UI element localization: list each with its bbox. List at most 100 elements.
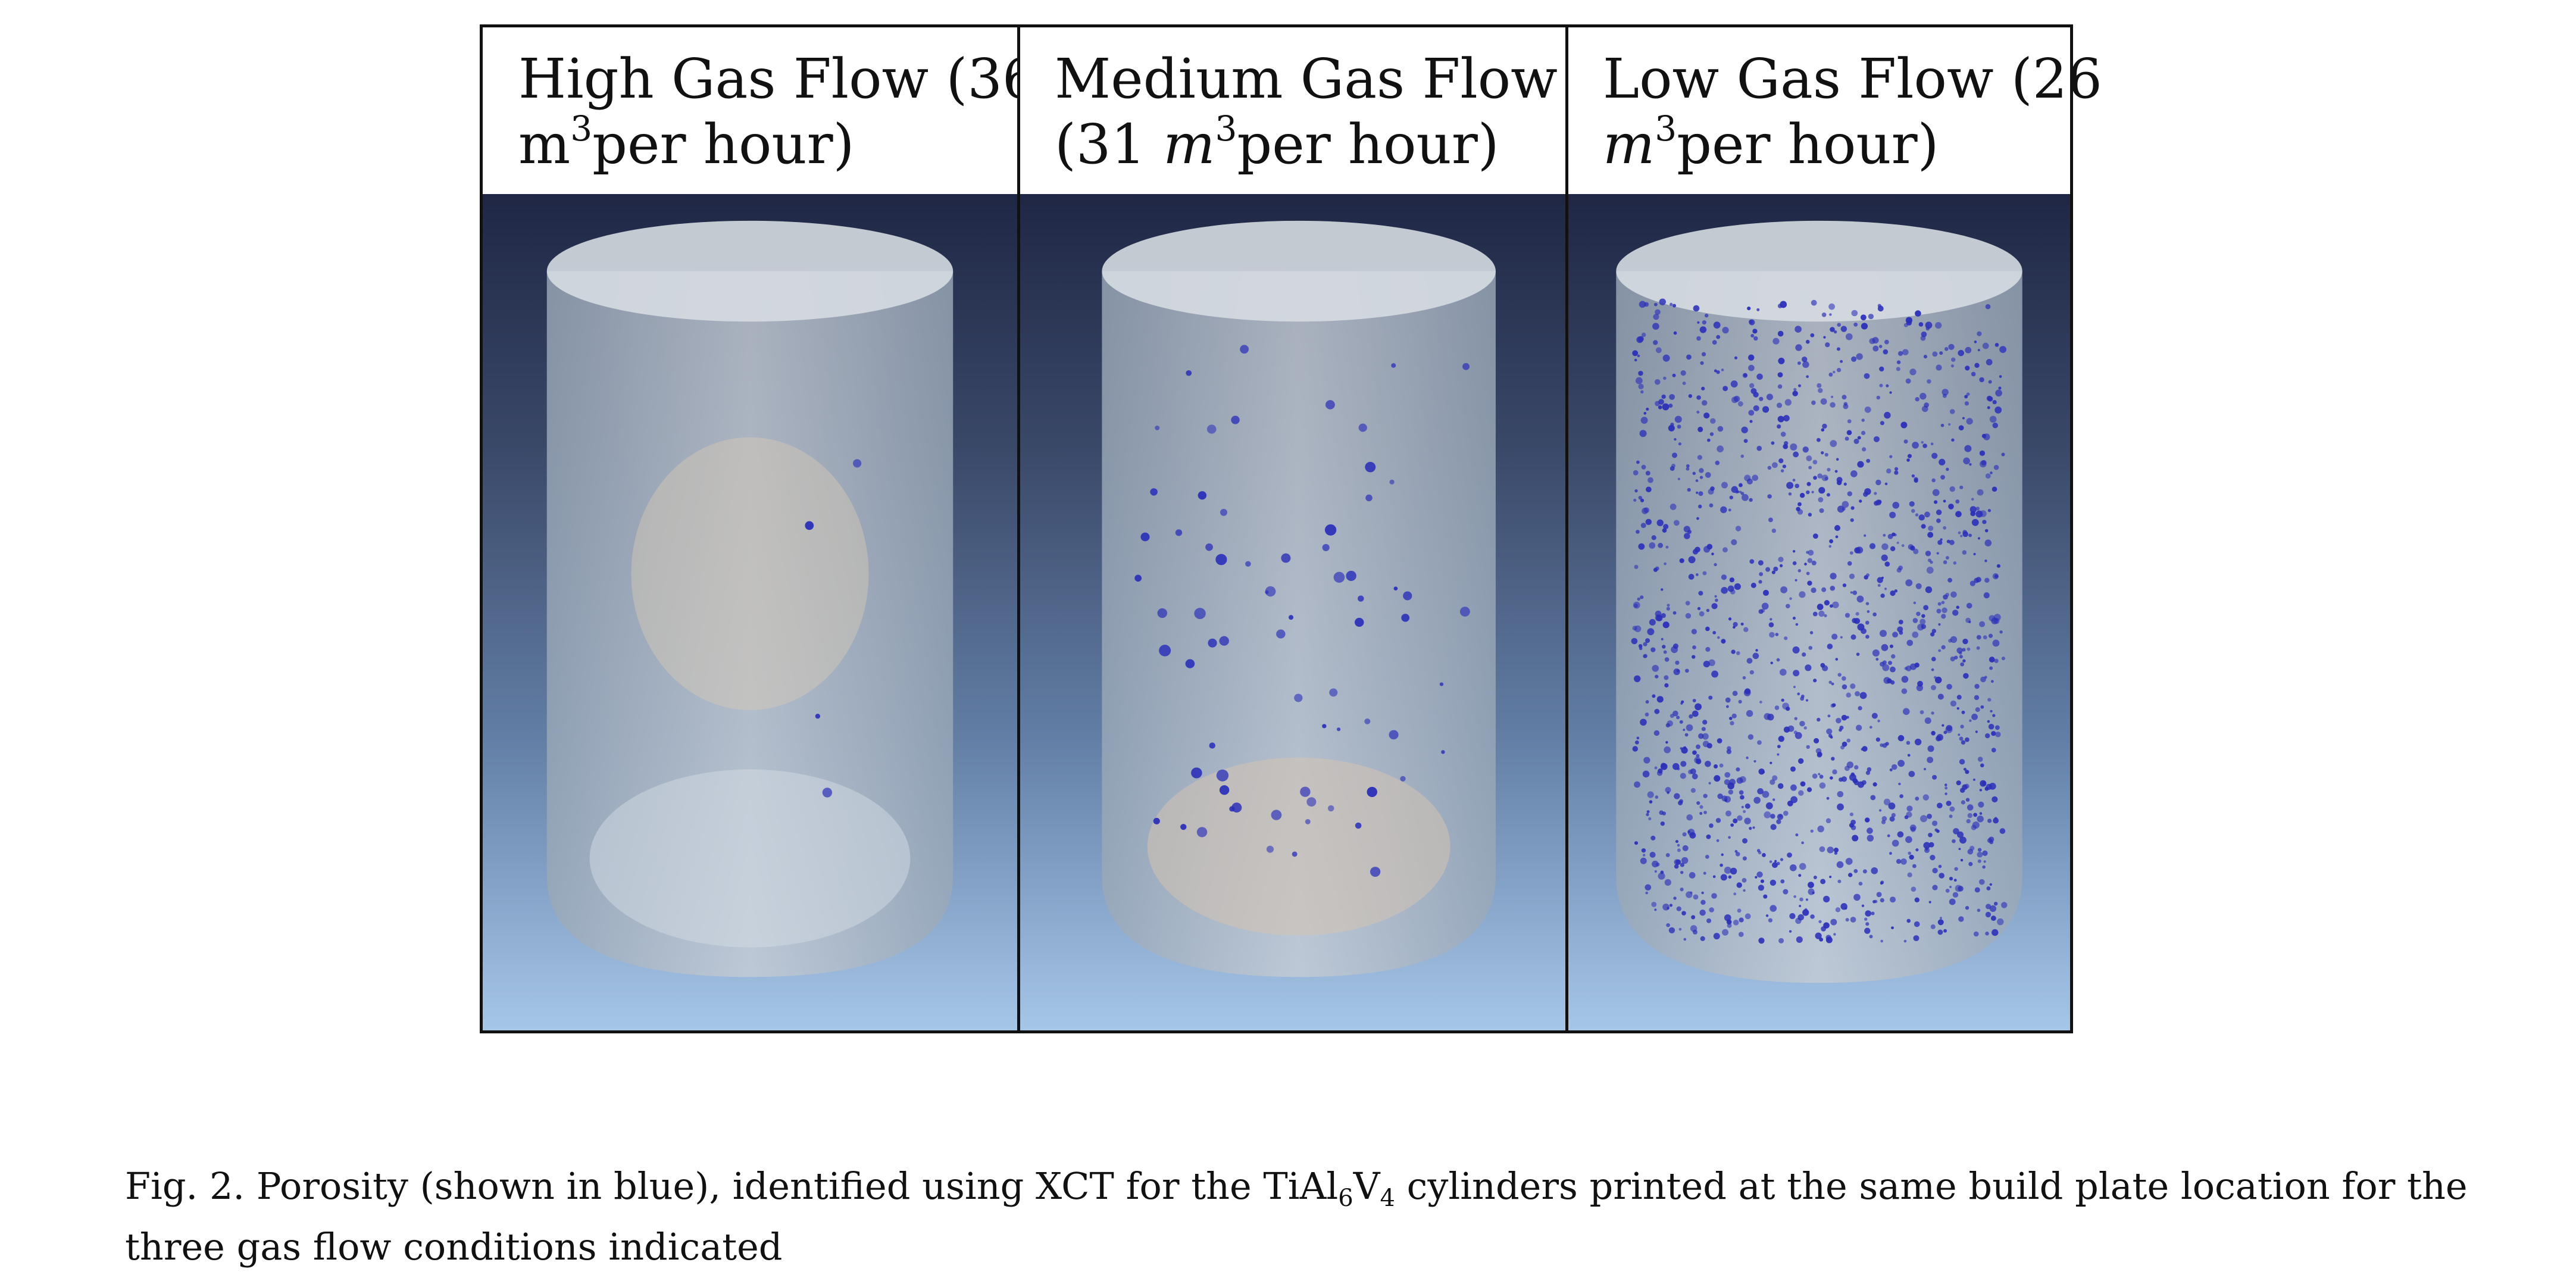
pore-dot <box>1678 442 1681 446</box>
pore-dot <box>1807 558 1813 563</box>
pore-dot <box>1736 767 1740 772</box>
pore-dot <box>1808 882 1814 888</box>
pore-dot <box>1872 612 1877 617</box>
pore-dot <box>1729 577 1734 583</box>
pore-dot <box>1894 467 1899 471</box>
pore-dot <box>1992 423 1998 429</box>
pore-dot <box>1912 631 1919 638</box>
pore-dot <box>1898 620 1903 624</box>
pore-dot <box>1157 608 1168 618</box>
pore-dot <box>1991 731 1996 736</box>
pore-dot <box>1805 339 1810 344</box>
pore-dot <box>1697 504 1702 509</box>
pore-dot <box>1836 717 1842 724</box>
pore-dot <box>1681 911 1686 916</box>
pore-dot <box>1857 461 1864 468</box>
pore-dot <box>1660 763 1668 770</box>
pore-dot <box>1869 935 1873 939</box>
pore-dot <box>1948 504 1954 510</box>
pore-dot <box>1661 588 1664 591</box>
pore-dot <box>1936 608 1942 614</box>
pore-dot <box>1677 843 1680 847</box>
pore-dot <box>1853 322 1858 327</box>
pore-dot <box>1639 301 1646 308</box>
pore-dot <box>1645 713 1649 717</box>
pore-dot <box>1823 336 1826 339</box>
pore-dot <box>1992 639 2000 647</box>
pore-dot <box>1772 338 1780 345</box>
pore-dot <box>1803 726 1807 730</box>
pore-dot <box>1845 858 1853 865</box>
figure-caption: Fig. 2. Porosity (shown in blue), identi… <box>125 1162 2500 1271</box>
pore-dot <box>1662 528 1667 533</box>
pore-dot <box>1878 809 1882 812</box>
pore-dot <box>1733 818 1738 824</box>
pore-dot <box>1677 424 1681 429</box>
pore-dot <box>1937 919 1944 926</box>
pore-dot <box>1965 346 1972 354</box>
pore-dot <box>1795 326 1802 333</box>
pore-dot <box>1706 608 1710 613</box>
pore-dot <box>1966 418 1973 425</box>
pore-dot <box>1829 876 1832 879</box>
pore-dot <box>1652 694 1656 698</box>
pore-dot <box>1869 543 1876 549</box>
pore-dot <box>1845 333 1853 340</box>
pore-dot <box>1709 432 1714 436</box>
pore-dot <box>1692 773 1698 780</box>
pore-dot <box>1986 783 1992 790</box>
pore-dot <box>1680 747 1683 750</box>
pore-dot <box>1134 574 1142 582</box>
pore-dot <box>1709 907 1714 913</box>
pore-dot <box>1853 438 1859 444</box>
pore-dot <box>1712 340 1717 345</box>
pore-dot <box>1636 736 1640 740</box>
pore-dot <box>1943 499 1946 503</box>
pore-dot <box>1702 320 1706 325</box>
pore-dot <box>1943 929 1947 933</box>
pore-dot <box>1958 916 1964 922</box>
pore-dot <box>1664 683 1669 688</box>
pore-dot <box>1831 757 1835 761</box>
pore-dot <box>1951 438 1955 442</box>
pore-dot <box>1850 518 1854 522</box>
pore-dot <box>1355 617 1364 627</box>
pore-dot <box>1704 313 1709 318</box>
pore-dot <box>1865 910 1872 917</box>
pore-dot <box>1753 405 1759 411</box>
pore-dot <box>1749 670 1754 675</box>
pore-dot <box>1216 769 1229 782</box>
pore-dot <box>1944 346 1949 351</box>
pore-dot <box>1322 724 1327 729</box>
pore-dot <box>1945 888 1950 893</box>
pore-dot <box>1742 838 1748 844</box>
pore-dot <box>1841 714 1847 721</box>
pore-dot <box>1672 611 1677 615</box>
pore-dot <box>1977 331 1982 336</box>
pore-dot <box>1842 741 1847 747</box>
pore-dot <box>1857 436 1861 440</box>
pore-dot <box>1713 321 1721 329</box>
pore-dot <box>1690 768 1696 774</box>
pore-dot <box>1652 860 1659 868</box>
pore-dot <box>1897 760 1905 767</box>
pore-dot <box>1884 588 1887 590</box>
pore-dot <box>1220 508 1227 516</box>
pore-dot <box>1932 489 1940 496</box>
pore-dot <box>1697 321 1700 324</box>
pore-dot <box>1789 864 1797 871</box>
pore-dot <box>1881 576 1884 579</box>
pore-dot <box>1667 791 1670 794</box>
pore-dot <box>1783 443 1789 449</box>
pore-dot <box>1743 627 1749 632</box>
pore-dot <box>1966 392 1970 396</box>
pore-dot <box>1938 864 1942 868</box>
pore-dot <box>1950 656 1955 662</box>
pore-dot <box>1666 607 1670 611</box>
pore-dot <box>1997 918 2004 926</box>
pore-dot <box>1688 394 1693 398</box>
pore-dot <box>1634 564 1639 569</box>
pore-dot <box>1281 553 1291 563</box>
pore-dot <box>1879 366 1884 372</box>
pore-dot <box>1818 610 1825 617</box>
